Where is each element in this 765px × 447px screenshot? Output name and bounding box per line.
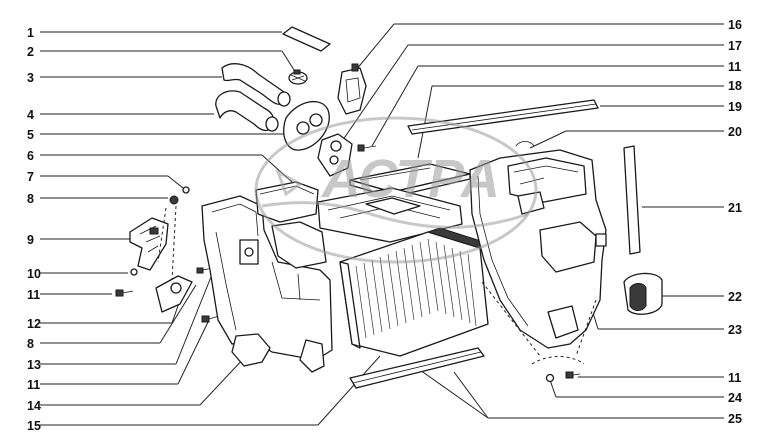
part-screw-top (357, 144, 377, 152)
callout-7: 7 (27, 170, 34, 184)
part-hose-clamp (288, 69, 308, 85)
part-heater-core (339, 227, 489, 357)
part-hose-bracket (317, 133, 353, 177)
callout-20: 20 (728, 125, 742, 139)
callout-12: 12 (27, 317, 41, 331)
callout-11b: 11 (27, 378, 40, 392)
part-seal-strip (282, 26, 331, 52)
callout-3: 3 (27, 71, 34, 85)
callout-8a: 8 (27, 192, 34, 206)
callout-6: 6 (27, 149, 34, 163)
part-hose-upper (221, 63, 291, 107)
part-flange-plate (283, 100, 330, 151)
part-air-flap (623, 272, 663, 315)
callout-15: 15 (27, 419, 41, 433)
right-leader-lines (335, 23, 724, 419)
part-lever (155, 275, 193, 313)
part-long-seal (407, 99, 599, 135)
callout-22: 22 (728, 290, 742, 304)
callout-8b: 8 (27, 337, 34, 351)
part-clip (515, 141, 535, 147)
callout-21: 21 (728, 201, 742, 215)
part-cable-bracket (129, 217, 169, 271)
callout-14: 14 (27, 399, 41, 413)
callout-19: 19 (728, 100, 742, 114)
callout-11a: 11 (27, 288, 40, 302)
callout-25: 25 (728, 412, 742, 426)
callout-11c: 11 (728, 60, 741, 74)
callout-10: 10 (27, 267, 41, 281)
part-housing-left (201, 195, 333, 373)
part-inner-tray (317, 187, 463, 243)
part-right-fasteners (545, 371, 581, 383)
callout-18: 18 (728, 79, 742, 93)
part-bottom-seal (349, 347, 485, 389)
left-callouts: 1 2 3 4 5 6 7 8 9 10 11 12 8 13 11 14 15 (27, 26, 41, 433)
callout-11d: 11 (728, 371, 741, 385)
callout-23: 23 (728, 323, 742, 337)
callout-1: 1 (27, 26, 34, 40)
left-leader-lines (40, 31, 381, 426)
right-callouts: 16 17 11 18 19 20 21 22 23 11 24 25 (728, 18, 742, 426)
callout-16: 16 (728, 18, 742, 32)
callout-24: 24 (728, 391, 742, 405)
callout-2: 2 (27, 45, 34, 59)
part-hose-lower (215, 90, 279, 132)
callout-13: 13 (27, 358, 41, 372)
callout-17: 17 (728, 39, 742, 53)
part-housing-right (469, 149, 607, 365)
part-vertical-seal (623, 145, 641, 255)
callout-5: 5 (27, 128, 34, 142)
callout-4: 4 (27, 108, 34, 122)
radiator-fins (355, 238, 477, 339)
part-valve-bracket (337, 63, 367, 115)
watermark: АСТРА (254, 116, 538, 264)
callout-9: 9 (27, 233, 34, 247)
watermark-brand: АСТРА (320, 149, 500, 209)
